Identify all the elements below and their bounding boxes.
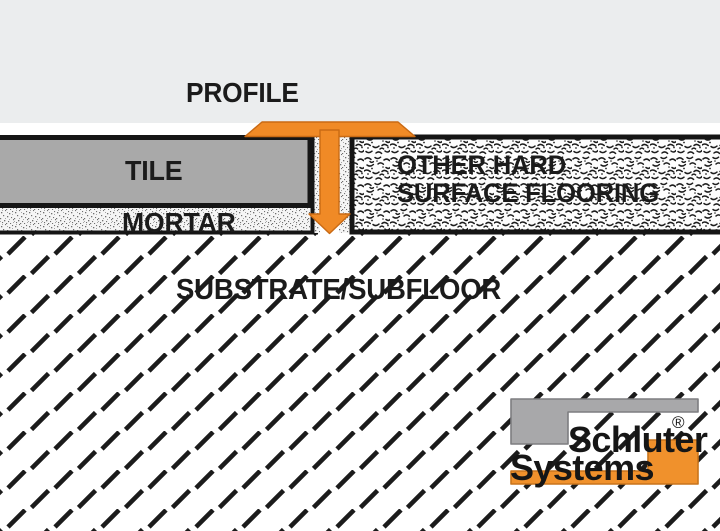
logo-orange-shape: [510, 439, 699, 485]
background-above-floor: [0, 0, 720, 123]
label-profile: PROFILE: [186, 77, 299, 108]
logo-wordmark-systems: Systems: [510, 447, 655, 488]
profile-stem-arrow: [308, 129, 351, 235]
schluter-systems-logo: Schluter Systems ®: [508, 396, 708, 488]
other-hard-surface-flooring-layer: [349, 134, 720, 235]
label-other-hard-line2: SURFACE FLOORING: [397, 178, 660, 208]
logo-wordmark-schluter: Schluter: [568, 419, 708, 460]
profile-t-shape: [244, 121, 416, 235]
profile-cap: [244, 121, 416, 138]
label-substrate-subfloor: SUBSTRATE/SUBFLOOR: [176, 274, 502, 306]
registered-trademark-icon: ®: [672, 413, 685, 432]
label-mortar: MORTAR: [122, 207, 236, 238]
logo-gray-shape: [510, 398, 699, 445]
mortar-layer: [0, 206, 318, 235]
logo-shapes: [510, 398, 699, 485]
label-other-hard-line1: OTHER HARD: [397, 150, 567, 180]
label-tile: TILE: [125, 155, 183, 186]
tile-layer: [0, 135, 313, 208]
